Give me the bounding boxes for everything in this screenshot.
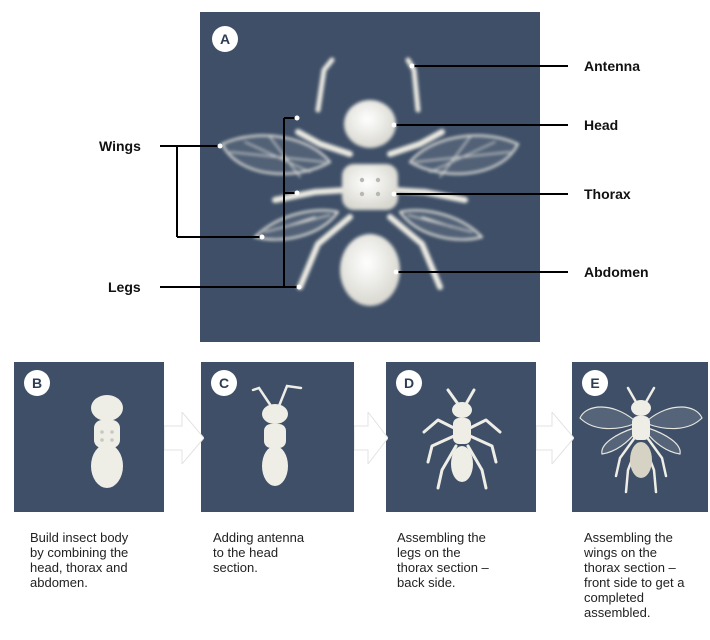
caption-line: to the head <box>213 545 304 560</box>
main-panel: A <box>200 12 540 342</box>
caption-line: completed <box>584 590 684 605</box>
label-abdomen: Abdomen <box>584 264 649 280</box>
insect-body-image <box>14 362 164 512</box>
caption-line: section. <box>213 560 304 575</box>
caption-line: assembled. <box>584 605 684 620</box>
caption-line: wings on the <box>584 545 684 560</box>
label-wings: Wings <box>99 138 141 154</box>
arrow-d-to-e <box>536 412 574 464</box>
label-head: Head <box>584 117 618 133</box>
caption-line: abdomen. <box>30 575 128 590</box>
caption-line: back side. <box>397 575 489 590</box>
caption-line: thorax section – <box>397 560 489 575</box>
step-panel-c: C <box>201 362 354 512</box>
caption-line: Assembling the <box>397 530 489 545</box>
caption-line: thorax section – <box>584 560 684 575</box>
arrow-c-to-d <box>354 412 388 464</box>
completed-insect-image <box>572 362 708 512</box>
caption-line: Build insect body <box>30 530 128 545</box>
caption-line: legs on the <box>397 545 489 560</box>
step-panel-b: B <box>14 362 164 512</box>
label-antenna: Antenna <box>584 58 640 74</box>
caption-e: Assembling the wings on the thorax secti… <box>584 530 684 620</box>
label-legs: Legs <box>108 279 141 295</box>
caption-c: Adding antenna to the head section. <box>213 530 304 575</box>
caption-line: head, thorax and <box>30 560 128 575</box>
caption-line: Assembling the <box>584 530 684 545</box>
step-panel-d: D <box>386 362 536 512</box>
caption-line: front side to get a <box>584 575 684 590</box>
caption-line: by combining the <box>30 545 128 560</box>
caption-b: Build insect body by combining the head,… <box>30 530 128 590</box>
insect-with-legs-image <box>386 362 536 512</box>
step-panel-e: E <box>572 362 708 512</box>
caption-d: Assembling the legs on the thorax sectio… <box>397 530 489 590</box>
exploded-insect-figure <box>200 12 540 342</box>
caption-line: Adding antenna <box>213 530 304 545</box>
insect-with-antenna-image <box>201 362 354 512</box>
label-thorax: Thorax <box>584 186 631 202</box>
arrow-b-to-c <box>164 412 204 464</box>
